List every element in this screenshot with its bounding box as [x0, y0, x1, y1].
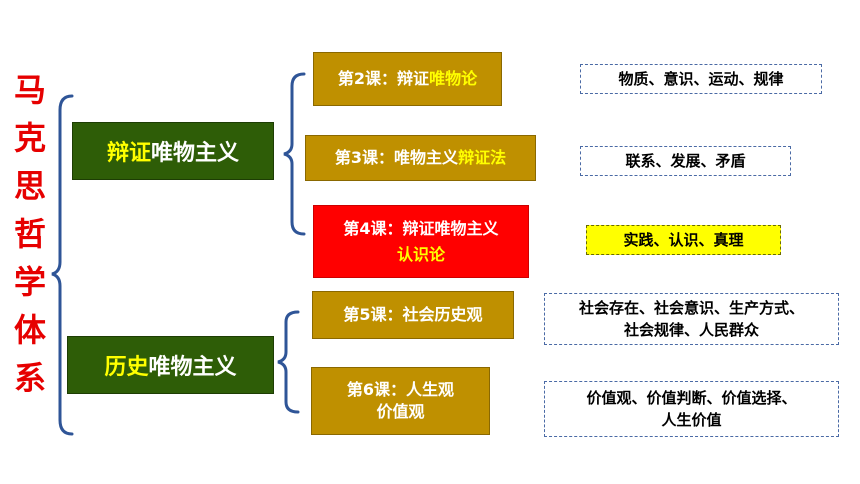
- lesson-text: 价值观: [376, 402, 425, 421]
- branch-label: 唯物主义: [148, 355, 237, 380]
- keywords-box: 价值观、价值判断、价值选择、 人生价值: [544, 381, 839, 437]
- lesson-3-box: 第3课：唯物主义辩证法: [305, 135, 536, 181]
- keywords-box: 联系、发展、矛盾: [580, 146, 791, 176]
- keywords-text: 物质、意识、运动、规律: [618, 70, 784, 88]
- lesson-6-box: 第6课：人生观 价值观: [311, 367, 490, 435]
- title-char: 克: [13, 119, 46, 157]
- lesson-text: 第6课：人生观: [346, 380, 455, 399]
- keywords-text: 价值观、价值判断、价值选择、: [586, 389, 797, 407]
- vertical-title: 马 克 思 哲 学 体 系: [12, 66, 48, 402]
- branch-highlight: 历史: [104, 355, 149, 380]
- keywords-text: 社会规律、人民群众: [623, 321, 759, 339]
- keywords-text: 人生价值: [661, 411, 722, 429]
- title-char: 哲: [13, 215, 46, 253]
- title-char: 体: [13, 311, 46, 349]
- lesson-highlight: 唯物论: [429, 69, 478, 88]
- branch-historical-materialism: 历史唯物主义: [67, 336, 274, 394]
- keywords-box-highlighted: 实践、认识、真理: [586, 225, 781, 255]
- lesson-text: 第4课：辩证唯物主义: [343, 218, 499, 238]
- keywords-box: 物质、意识、运动、规律: [580, 64, 822, 94]
- title-char: 系: [13, 359, 46, 397]
- keywords-text: 实践、认识、真理: [623, 231, 744, 249]
- branch-dialectical-materialism: 辩证唯物主义: [72, 122, 274, 180]
- lesson-text: 第3课：唯物主义: [334, 148, 459, 167]
- lesson-4-box: 第4课：辩证唯物主义 认识论: [313, 205, 529, 278]
- lesson-text: 第5课：社会历史观: [343, 305, 483, 324]
- lesson-highlight: 认识论: [396, 244, 445, 264]
- title-char: 学: [13, 263, 46, 301]
- lesson-5-box: 第5课：社会历史观: [312, 291, 514, 339]
- title-char: 马: [13, 71, 46, 109]
- branch-highlight: 辩证: [106, 141, 151, 166]
- title-char: 思: [13, 167, 46, 205]
- lesson-2-box: 第2课：辩证唯物论: [313, 52, 502, 106]
- keywords-text: 社会存在、社会意识、生产方式、: [578, 299, 804, 317]
- keywords-box: 社会存在、社会意识、生产方式、 社会规律、人民群众: [544, 293, 839, 345]
- lesson-highlight: 辩证法: [458, 148, 507, 167]
- lesson-text: 第2课：辩证: [337, 69, 430, 88]
- branch-label: 唯物主义: [151, 141, 240, 166]
- keywords-text: 联系、发展、矛盾: [625, 152, 746, 170]
